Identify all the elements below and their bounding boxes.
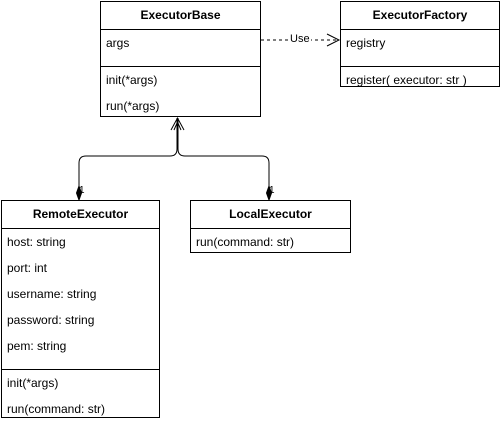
remote-executor-class: RemoteExecutor host: string port: int us…: [1, 200, 160, 418]
class-name: RemoteExecutor: [32, 207, 129, 221]
executor-factory-class: ExecutorFactory registry register( execu…: [340, 1, 500, 87]
attribute: registry: [346, 36, 386, 50]
use-label: Use: [289, 33, 311, 45]
methods-section: run(command: str): [191, 228, 350, 259]
use-dependency-arrowhead: [326, 33, 341, 47]
inheritance-arrowhead-inner: [173, 120, 182, 131]
class-name: ExecutorBase: [140, 8, 221, 22]
inheritance-arrowhead-outer: [170, 116, 185, 131]
methods-section: init(*args) run(command: str): [2, 369, 159, 426]
attribute: args: [106, 36, 130, 50]
attributes-section: registry: [341, 29, 499, 66]
methods-section: init(*args) run(*args): [101, 66, 260, 123]
method: run(command: str): [196, 235, 295, 249]
local-executor-class: LocalExecutor run(command: str): [190, 200, 351, 253]
attribute: username: string: [7, 287, 97, 301]
method: run(*args): [106, 99, 160, 113]
class-name: LocalExecutor: [229, 207, 312, 221]
attributes-section: host: string port: int username: string …: [2, 228, 159, 369]
attributes-section: args: [101, 29, 260, 66]
method: register( executor: str ): [346, 73, 467, 87]
class-name: ExecutorFactory: [372, 8, 468, 22]
local-inheritance-line: [177, 118, 270, 194]
attribute: port: int: [7, 261, 48, 275]
attribute: pem: string: [7, 339, 67, 353]
executor-base-class: ExecutorBase args init(*args) run(*args): [100, 1, 261, 117]
method: init(*args): [7, 376, 59, 390]
method: run(command: str): [7, 402, 106, 416]
methods-section: register( executor: str ): [341, 66, 499, 97]
local-multiplicity-label: 1: [269, 185, 275, 196]
attribute: host: string: [7, 235, 66, 249]
attribute: password: string: [7, 313, 95, 327]
method: init(*args): [106, 73, 158, 87]
remote-inheritance-line: [78, 118, 178, 194]
remote-multiplicity-label: 1: [79, 185, 85, 196]
